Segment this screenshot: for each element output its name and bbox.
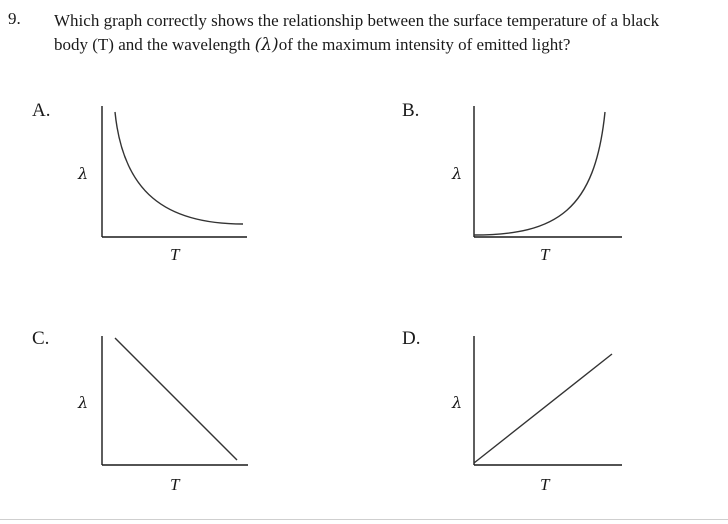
option-d-line <box>473 353 613 464</box>
option-a-graph[interactable] <box>95 100 255 240</box>
question-line-2-end: of the maximum intensity of emitted ligh… <box>278 35 571 54</box>
option-a-x-axis-label: T <box>170 245 180 264</box>
option-d-label[interactable]: D. <box>402 328 421 349</box>
option-a-y-axis-label: λ <box>78 164 89 183</box>
option-c-y-axis-label: λ <box>78 393 89 412</box>
option-d-graph[interactable] <box>467 330 627 470</box>
question-line-2-start: body (T) and the wavelength <box>54 35 255 54</box>
option-b-curve <box>473 111 606 236</box>
option-b-y-axis-label: λ <box>452 164 463 183</box>
option-b-label[interactable]: B. <box>402 100 420 121</box>
option-a-curve <box>114 111 244 225</box>
option-c-line <box>114 337 238 461</box>
question-text: Which graph correctly shows the relation… <box>54 9 722 57</box>
bottom-divider <box>0 519 728 520</box>
option-c-x-axis-label: T <box>170 475 180 494</box>
option-b-x-axis-label: T <box>540 245 550 264</box>
option-c-label[interactable]: C. <box>32 328 50 349</box>
option-d-y-axis-label: λ <box>452 393 463 412</box>
option-c-graph[interactable] <box>95 330 255 470</box>
lambda-symbol: (λ) <box>254 35 279 55</box>
option-d-x-axis-label: T <box>540 475 550 494</box>
option-a-label[interactable]: A. <box>32 100 51 121</box>
option-b-graph[interactable] <box>467 100 627 240</box>
question-line-1: Which graph correctly shows the relation… <box>54 11 660 30</box>
question-line-2: body (T) and the wavelength (λ)of the ma… <box>54 33 722 57</box>
question-number: 9. <box>8 9 21 28</box>
